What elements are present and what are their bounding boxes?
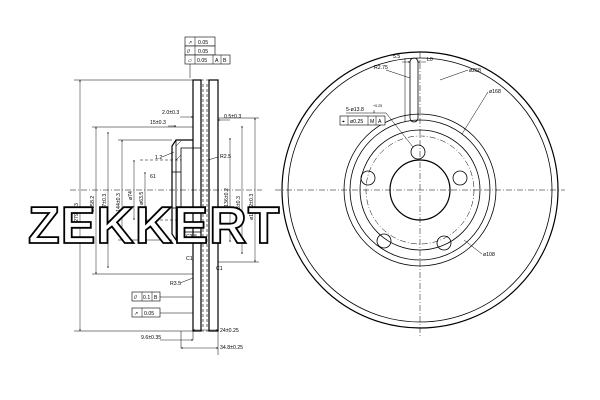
dim-c3-5: C3.5 [186,234,197,240]
section-view: ø279±0.3 ø158.2 ø146.7±0.3 ø144±0.3 ø74 … [70,79,262,355]
dim-61: 61 [150,174,156,180]
svg-text:↗: ↗ [188,40,192,46]
watermark-logo: ZEKKERT [28,197,281,255]
dim-d144: ø144±0.3 [116,193,122,215]
dim-holes: 5-ø13.8 [346,107,364,113]
dim-r2-75: R2.75 [374,65,388,71]
dim-c1-right: C1 [216,266,223,272]
dim-d108: ø108 [483,252,495,258]
position-datum-m: M [370,119,374,125]
dim-d136: ø136±0.2 [224,188,230,210]
front-view: 5.5 L0 R2.75 ø268 ø168 5-ø13.8 +0.25 0 ⌖… [275,51,565,338]
dim-9-6: 9.6±0.35 [141,335,161,341]
dim-d159-2: ø159.2±0.3 [249,194,255,220]
frame-top-flatness: 0.05 [197,58,207,64]
svg-text://: // [187,49,190,55]
dim-c1-left: C1 [186,256,193,262]
position-tol: ø0.25 [350,119,363,125]
dim-5-5: 5.5 [393,54,400,60]
dim-2-0: 2.0±0.3 [162,110,179,116]
svg-text:⏥: ⏥ [188,58,192,64]
frame-bottom-parallelism: 0.1 [143,295,150,301]
svg-text:+0.25: +0.25 [373,104,382,108]
dim-0-5: 0.5±0.3 [224,114,241,120]
dim-34-8: 34.8±0.25 [220,345,243,351]
svg-text:0: 0 [373,110,375,114]
dim-d63-5: ø63.5 [139,192,145,205]
tolerance-frame-bottom: // 0.1 B ↗ 0.05 [131,291,193,318]
frame-top-datum-b: B [223,58,227,64]
dim-d143: ø143±0.3 [236,196,242,218]
dim-d158-2: ø158.2 [90,196,96,212]
frame-top-runout: 0.05 [198,40,208,46]
frame-bottom-runout: 0.05 [144,311,154,317]
position-datum-a: A [378,119,382,125]
svg-text://: // [134,295,137,301]
dim-l0: L0 [427,57,433,63]
svg-text:⌖: ⌖ [342,119,345,125]
dim-1-2: 1.2 [155,155,162,161]
dim-d146-7: ø146.7±0.3 [102,194,108,220]
dim-r2-5: R2.5 [220,154,231,160]
dim-d74: ø74 [128,191,134,200]
svg-text:↗: ↗ [134,311,138,317]
dim-d168: ø168 [489,89,501,95]
frame-top-datum-a: A [215,58,219,64]
dim-24: 24±0.25 [220,328,239,334]
dim-d268: ø268 [469,68,481,74]
dim-d279: ø279±0.3 [74,203,80,225]
tolerance-frame-top: ↗ 0.05 // 0.05 ⏥ 0.05 A B [184,36,231,78]
frame-top-parallelism: 0.05 [198,49,208,55]
dim-r3-5: R3.5 [170,281,181,287]
frame-bottom-datum: B [154,295,158,301]
dim-15: 15±0.3 [150,120,166,126]
